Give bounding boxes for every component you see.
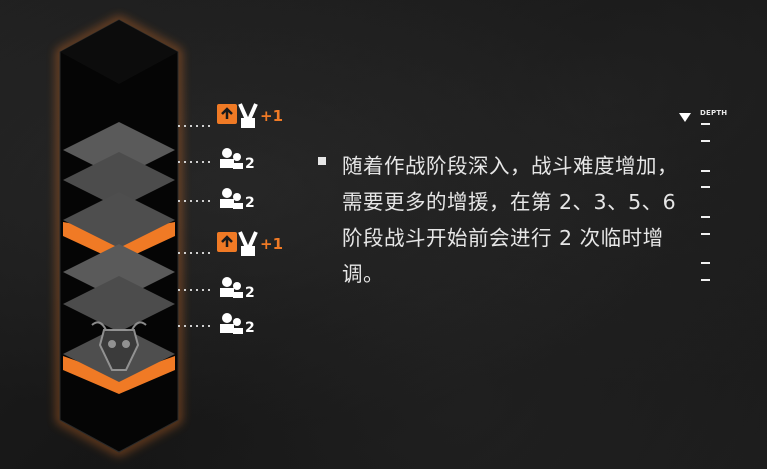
- reinforcement-icon: [220, 277, 243, 298]
- depth-ticks: [701, 123, 710, 281]
- reinforcement-icon: [220, 313, 243, 334]
- recruit-upgrade-icon: [217, 231, 258, 256]
- depth-label: DEPTH: [700, 109, 728, 117]
- reinforcement-icon: [220, 148, 243, 169]
- stage-layer-1: [63, 122, 175, 178]
- stage-layer-3-orange: [63, 192, 175, 262]
- stage-layer-5: [63, 276, 175, 332]
- stage-description: 随着作战阶段深入，战斗难度增加，需要更多的增援，在第 2、3、5、6 阶段战斗开…: [318, 148, 678, 292]
- reward-value: 2: [245, 156, 255, 172]
- reinforcement-icon: [220, 188, 243, 209]
- recruit-upgrade-icon: [217, 103, 258, 128]
- reward-value: 2: [245, 195, 255, 211]
- reward-value: +1: [260, 107, 284, 125]
- boss-skull-icon: [91, 321, 147, 371]
- reward-value: 2: [245, 320, 255, 336]
- bullet-marker: [318, 157, 326, 165]
- reward-value: 2: [245, 285, 255, 301]
- stage-layer-4: [63, 244, 175, 300]
- description-text: 随着作战阶段深入，战斗难度增加，需要更多的增援，在第 2、3、5、6 阶段战斗开…: [342, 154, 678, 286]
- tower-top: [60, 20, 178, 84]
- depth-marker-icon: [679, 113, 691, 122]
- reward-value: +1: [260, 235, 284, 253]
- stage-layer-2: [63, 152, 175, 208]
